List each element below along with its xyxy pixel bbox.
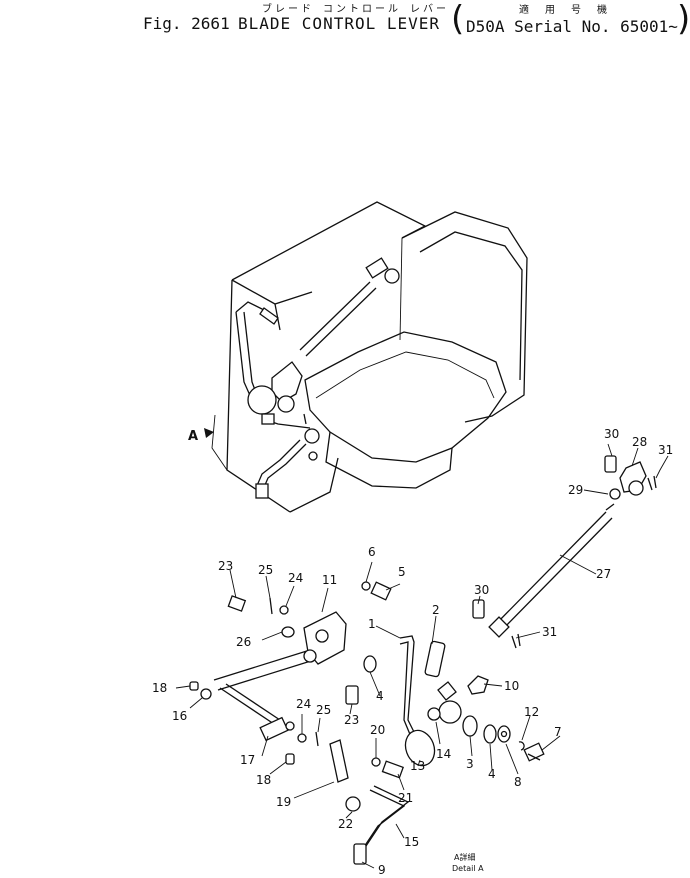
callout-23-lower: 23 xyxy=(344,713,359,727)
callout-20: 22 xyxy=(338,817,353,831)
part-25-pin-lower xyxy=(315,731,319,747)
part-8-washer xyxy=(361,581,371,591)
callout-16: 17 xyxy=(240,753,255,767)
callout-19: 19 xyxy=(276,795,291,809)
part-23-bolt-lower xyxy=(345,685,359,705)
callout-30-lower: 30 xyxy=(474,583,489,597)
japanese-title: ブレード コントロール レバー xyxy=(262,4,450,15)
part-24-washer-lower xyxy=(297,733,307,743)
part-lever-clevis xyxy=(437,681,457,701)
part-14-rod xyxy=(361,785,410,851)
callout-5: 10 xyxy=(504,679,519,693)
part-16-bearing xyxy=(259,716,295,742)
seat-console-overview xyxy=(211,201,528,513)
part-21-bolt xyxy=(381,760,405,779)
callout-29: 29 xyxy=(568,483,583,497)
part-30-pin-upper xyxy=(604,455,617,473)
part-26-nut xyxy=(281,626,295,638)
part-4-nut-lower xyxy=(483,724,497,744)
part-25-pin-upper xyxy=(269,597,273,615)
callout-25-upper: 25 xyxy=(258,563,273,577)
callout-10: 7 xyxy=(554,725,562,739)
part-24-washer-upper xyxy=(279,605,289,615)
callout-4-upper: 4 xyxy=(376,689,384,703)
part-7-bolt xyxy=(370,581,392,601)
callout-30-upper: 30 xyxy=(604,427,619,441)
figure-number: Fig. 2661 xyxy=(143,14,230,33)
callout-15: 9 xyxy=(378,863,386,877)
part-30-pin-lower xyxy=(472,599,485,619)
view-arrow-icon xyxy=(204,428,214,438)
part-11-washer xyxy=(518,741,525,751)
callout-18-upper: 18 xyxy=(152,681,167,695)
callout-26: 26 xyxy=(236,635,251,649)
detail-a-japanese: A詳細 xyxy=(454,852,475,862)
callout-31-lower: 31 xyxy=(542,625,557,639)
callout-18-lower: 18 xyxy=(256,773,271,787)
callout-6: 11 xyxy=(322,573,337,587)
leader-lines xyxy=(175,443,669,869)
callout-28: 28 xyxy=(632,435,647,449)
callout-11: 12 xyxy=(524,705,539,719)
callout-3: 3 xyxy=(466,757,474,771)
applicability-japanese: 適 用 号 機 xyxy=(519,5,613,16)
part-19-link xyxy=(329,739,349,783)
callout-23-upper: 23 xyxy=(218,559,233,573)
applicability-paren-left: ( xyxy=(451,0,465,39)
callout-27: 27 xyxy=(596,567,611,581)
callout-8: 6 xyxy=(368,545,376,559)
part-4-nut-upper xyxy=(363,655,377,673)
part-31-cotter-upper xyxy=(647,475,657,491)
part-13-collar xyxy=(427,707,441,721)
part-5-clevis xyxy=(467,675,489,695)
callout-13: 14 xyxy=(436,747,451,761)
figure-title: BLADE CONTROL LEVER xyxy=(238,14,441,33)
part-hub xyxy=(438,700,462,724)
callout-24-upper: 24 xyxy=(288,571,303,585)
part-17-shaft xyxy=(213,649,317,725)
callout-31-upper: 31 xyxy=(658,443,673,457)
callout-1: 1 xyxy=(368,617,376,631)
callout-numbers: 6 5 11 23 25 24 26 1 2 30 31 30 28 31 29… xyxy=(152,427,673,877)
applicability-paren-right: ) xyxy=(677,0,690,39)
part-18-pin-upper xyxy=(189,681,199,691)
applicability-serial: D50A Serial No. 65001~ xyxy=(466,17,678,36)
part-9-washer-hole xyxy=(500,730,508,738)
callout-21: 21 xyxy=(398,791,413,805)
part-29-nut xyxy=(609,488,621,500)
view-marker-a: A xyxy=(188,429,198,444)
callout-9: 8 xyxy=(514,775,522,789)
detail-a-label: Detail A xyxy=(452,864,484,873)
part-27-control-rod xyxy=(488,503,615,638)
part-3-bush xyxy=(462,715,478,737)
callout-4-lower: 4 xyxy=(488,767,496,781)
part-17-washer xyxy=(200,688,212,700)
part-20-washer xyxy=(345,796,361,812)
part-31-cotter-lower xyxy=(511,633,521,649)
callout-17: 16 xyxy=(172,709,187,723)
part-22-washer xyxy=(371,757,381,767)
part-23-bolt-upper xyxy=(227,595,247,612)
part-18-pin-lower xyxy=(285,753,295,765)
part-1-lever xyxy=(399,635,436,767)
part-6-bracket-hole xyxy=(315,629,329,643)
part-15-rod-end xyxy=(353,843,367,865)
part-10-bolt xyxy=(523,742,545,762)
callout-12: 13 xyxy=(410,759,425,773)
callout-2: 2 xyxy=(432,603,440,617)
callout-7: 5 xyxy=(398,565,406,579)
callout-25-lower: 25 xyxy=(316,703,331,717)
part-2-pin xyxy=(424,640,446,678)
callout-14: 15 xyxy=(404,835,419,849)
part-28-rod-clevis xyxy=(619,461,647,496)
callout-24-lower: 24 xyxy=(296,697,311,711)
callout-22: 20 xyxy=(370,723,385,737)
